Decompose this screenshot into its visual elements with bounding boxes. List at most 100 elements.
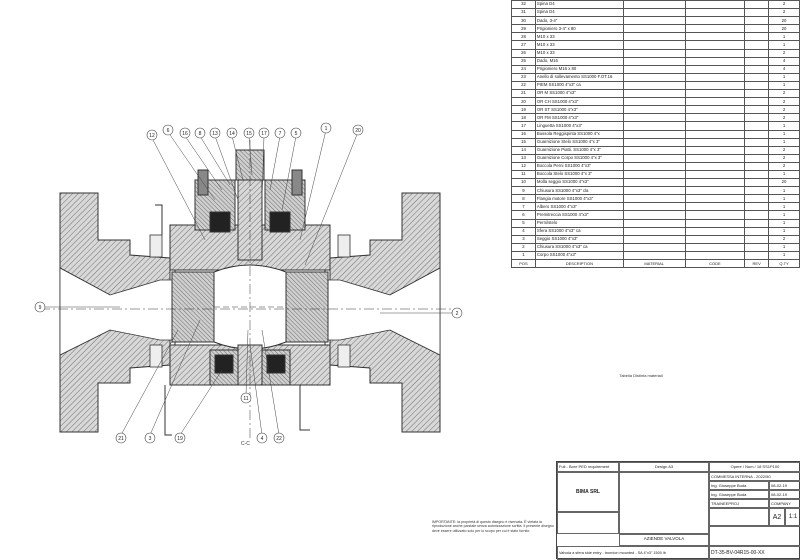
- bom-cell-rev: [744, 80, 770, 91]
- bom-cell-rev: [744, 218, 770, 228]
- bom-cell-description: OR FM SS1000 4"x3": [534, 113, 624, 123]
- balloon-text: 13: [212, 131, 218, 137]
- bom-cell-description: Linguetta SS1000 4"x3": [534, 121, 624, 131]
- bom-cell-description: Spina D4: [534, 0, 624, 10]
- balloon-text: 8: [199, 131, 202, 137]
- bom-cell-pos: 1: [511, 250, 536, 261]
- bom-cell-code: [684, 186, 746, 196]
- bom-cell-code: [684, 226, 746, 236]
- bom-cell-rev: [744, 250, 770, 261]
- bom-cell-material: [622, 250, 686, 261]
- bom-cell-rev: [744, 40, 770, 50]
- bom-cell-code: [684, 137, 746, 147]
- balloon-3: 3: [144, 432, 156, 444]
- balloon-15: 15: [243, 127, 255, 139]
- balloon-text: 17: [261, 131, 267, 137]
- bom-cell-description: Seggio SS1000 4"x3": [534, 234, 624, 244]
- bom-cell-material: [622, 24, 686, 34]
- bom-cell-pos: 4: [511, 226, 536, 236]
- bom-cell-pos: 31: [511, 8, 536, 18]
- bom-cell-qty: 2: [768, 113, 800, 123]
- bom-header-code: CODE: [684, 258, 746, 269]
- bom-cell-code: [684, 40, 746, 50]
- bom-cell-rev: [744, 202, 770, 212]
- bom-cell-pos: 21: [511, 89, 536, 99]
- bom-cell-code: [684, 0, 746, 10]
- balloon-21: 21: [115, 432, 127, 444]
- bom-cell-description: Albero SS1000 4"x3": [534, 202, 624, 212]
- balloon-12: 12: [146, 129, 158, 141]
- important-note: IMPORTANTE: la proprietà di questo diseg…: [432, 520, 554, 533]
- bom-cell-pos: 24: [511, 64, 536, 74]
- bom-cell-description: Bussola Reggispinta SS1000 4"x: [534, 129, 624, 139]
- bom-cell-code: [684, 121, 746, 131]
- bom-cell-code: [684, 48, 746, 58]
- bom-cell-pos: 28: [511, 32, 536, 42]
- bom-cell-rev: [744, 32, 770, 42]
- drawing-code-cell: DT-35-BV-04R15-00-XX: [709, 546, 800, 560]
- company-logo: BIMA SRL: [576, 489, 600, 495]
- bom-cell-description: Boccola Stelo SS1000 4"x 3": [534, 169, 624, 180]
- leader-lines: [45, 129, 452, 436]
- bom-cell-code: [684, 89, 746, 99]
- bom-cell-code: [684, 8, 746, 18]
- bom-cell-material: [622, 153, 686, 163]
- bom-cell-pos: 29: [511, 24, 536, 34]
- bom-header-rev: REV: [744, 258, 770, 269]
- bom-cell-description: Prigioniero 3-4" x 80: [534, 24, 624, 34]
- bom-cell-qty: 1: [768, 194, 800, 204]
- bom-cell-qty: 2: [768, 8, 800, 18]
- bom-cell-qty: 4: [768, 56, 800, 66]
- signatures-area: [619, 472, 709, 534]
- bom-cell-material: [622, 218, 686, 228]
- sheet-info-cell: Opere / Num / 18 SS1P100: [709, 462, 800, 472]
- bom-cell-material: [622, 48, 686, 58]
- bom-cell-material: [622, 169, 686, 180]
- bom-cell-qty: 2: [768, 234, 800, 244]
- bom-cell-rev: [744, 121, 770, 131]
- format-cell: A2: [769, 508, 785, 526]
- bom-cell-material: [622, 16, 686, 26]
- balloon-text: 16: [182, 131, 188, 137]
- bom-cell-pos: 25: [511, 56, 536, 66]
- bom-cell-rev: [744, 97, 770, 107]
- bom-cell-description: Flangia motore SS1000 4"x3": [534, 194, 624, 204]
- bom-cell-description: Chiusura SS1000 4"x3" cla: [534, 186, 624, 196]
- bom-header-material: MATERIAL: [622, 258, 686, 269]
- bom-cell-pos: 8: [511, 194, 536, 204]
- bom-cell-rev: [744, 161, 770, 171]
- bom-cell-description: M10 x 33: [534, 40, 624, 50]
- bom-cell-description: Sfera SS1000 4"x3" ca: [534, 226, 624, 236]
- bom-cell-description: M10 x 33: [534, 48, 624, 58]
- balloon-7: 7: [274, 127, 286, 139]
- bom-cell-description: Spina D4: [534, 8, 624, 18]
- bom-cell-rev: [744, 194, 770, 204]
- bom-cell-code: [684, 161, 746, 171]
- bom-cell-code: [684, 202, 746, 212]
- scale-cell: 1:1: [785, 508, 800, 526]
- trunnion: [209, 344, 291, 386]
- balloon-text: 11: [243, 396, 248, 402]
- checker-cell: Ing. Giuseppe Buda: [709, 490, 769, 499]
- bom-cell-description: Dado, M16: [534, 56, 624, 66]
- bom-cell-qty: 4: [768, 64, 800, 74]
- bom-cell-pos: 30: [511, 16, 536, 26]
- bom-cell-pos: 13: [511, 153, 536, 163]
- bom-cell-description: Boccola Perni SS1000 4"x3": [534, 161, 624, 171]
- balloon-text: 4: [261, 436, 264, 442]
- bom-cell-code: [684, 234, 746, 244]
- approval-cell: [557, 512, 619, 534]
- project-cell: TRAINEEPROJ: [709, 499, 769, 508]
- bom-cell-pos: 26: [511, 48, 536, 58]
- bom-cell-code: [684, 32, 746, 42]
- balloon-text: 22: [276, 436, 282, 442]
